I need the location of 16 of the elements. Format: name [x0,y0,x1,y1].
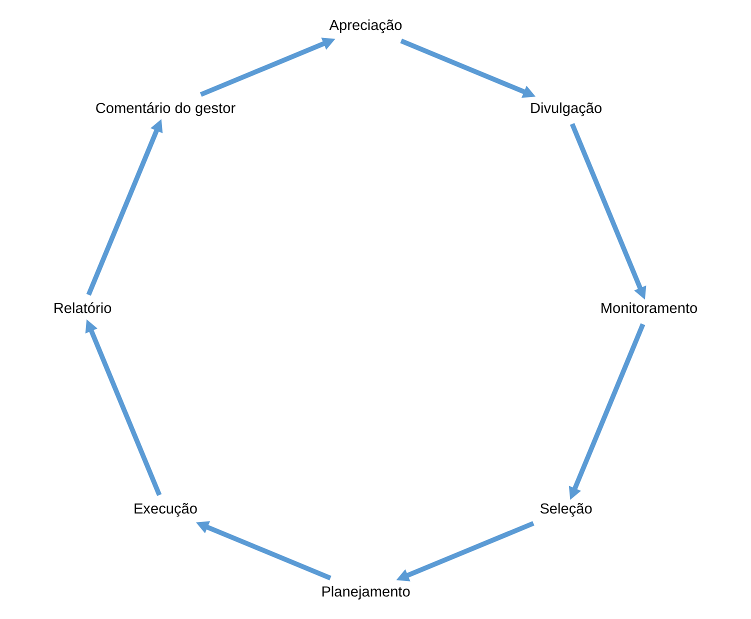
node-text: Monitoramento [600,301,698,318]
node-text: Seleção [540,501,592,518]
arrow [570,123,646,300]
arrow [200,38,336,97]
arrow [568,323,646,500]
node-text: Divulgação [530,100,602,117]
arrow [85,319,162,496]
arrow [86,119,163,296]
arrow [196,521,332,580]
node-text: Execução [133,501,198,518]
arrow [396,521,534,582]
node-text: Comentário do gestor [95,100,236,117]
node-text: Apreciação [329,18,402,34]
node-text: Relatório [53,301,112,318]
arrow [400,38,536,98]
node-text: Planejamento [321,584,410,600]
